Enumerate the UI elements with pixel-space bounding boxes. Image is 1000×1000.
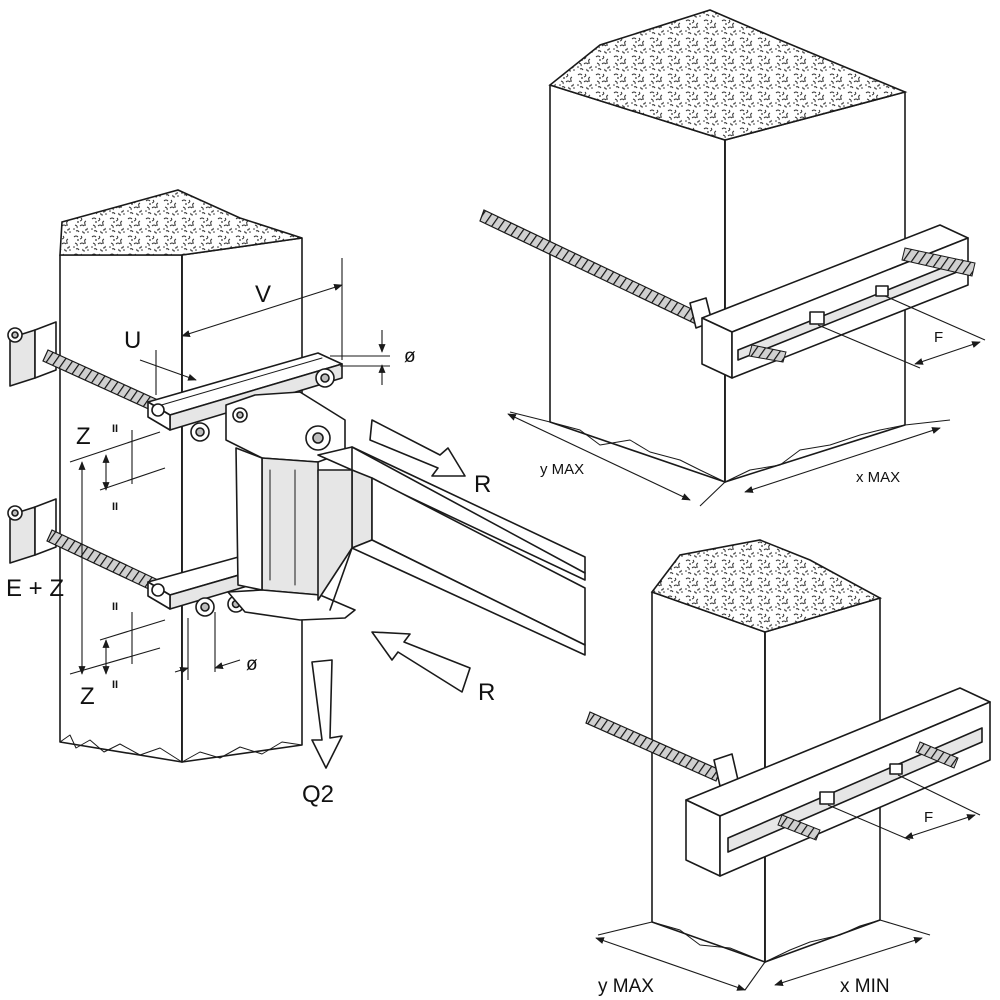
label-v: V bbox=[255, 281, 271, 308]
dim-z-e bbox=[69, 430, 166, 675]
bottom-right-label-x-min: x MIN bbox=[840, 976, 890, 997]
left-assembly: V U ø Z E + Z Z II II II II ø R R Q2 bbox=[6, 189, 586, 808]
label-tick-3: II bbox=[112, 601, 118, 613]
rear-bracket-bottom bbox=[7, 498, 57, 564]
force-arrow-r-top bbox=[369, 419, 466, 477]
label-z-top: Z bbox=[76, 423, 91, 450]
label-u: U bbox=[124, 327, 141, 354]
top-right-dim-y-x bbox=[507, 411, 951, 507]
top-right-channel bbox=[701, 224, 976, 379]
top-right-dim-f bbox=[817, 295, 986, 369]
dim-dia-bottom bbox=[174, 612, 241, 680]
label-q2: Q2 bbox=[302, 781, 334, 808]
top-right-label-x-max: x MAX bbox=[856, 469, 900, 486]
bottom-right-dim-f bbox=[827, 774, 981, 841]
bottom-right-channel bbox=[685, 687, 991, 877]
label-r-bottom: R bbox=[478, 679, 495, 706]
force-arrow-q2 bbox=[311, 659, 343, 769]
top-right-column bbox=[548, 9, 908, 483]
label-dia-bottom: ø bbox=[246, 654, 258, 675]
top-right-label-f: F bbox=[934, 329, 943, 346]
dim-dia-top bbox=[330, 330, 390, 385]
bottom-right-dim-y-x bbox=[595, 919, 931, 991]
label-tick-2: II bbox=[112, 501, 118, 513]
top-right-assembly: F y MAX x MAX bbox=[479, 9, 986, 507]
bottom-right-rod bbox=[585, 711, 739, 787]
label-tick-4: II bbox=[112, 679, 118, 691]
label-tick-1: II bbox=[112, 423, 118, 435]
force-arrow-r-bottom bbox=[371, 631, 471, 693]
console-bracket bbox=[225, 391, 356, 621]
dim-u bbox=[139, 350, 197, 395]
top-right-label-y-max: y MAX bbox=[540, 461, 584, 478]
dim-v bbox=[181, 255, 343, 360]
label-dia-top: ø bbox=[404, 346, 416, 367]
bottom-right-label-f: F bbox=[924, 809, 933, 826]
label-e-plus-z: E + Z bbox=[6, 575, 64, 602]
bottom-right-assembly: F y MAX x MIN bbox=[585, 539, 991, 997]
label-r-top: R bbox=[474, 471, 491, 498]
label-z-bottom: Z bbox=[80, 683, 95, 710]
bottom-right-label-y-max: y MAX bbox=[598, 976, 654, 997]
i-beam bbox=[317, 446, 586, 656]
